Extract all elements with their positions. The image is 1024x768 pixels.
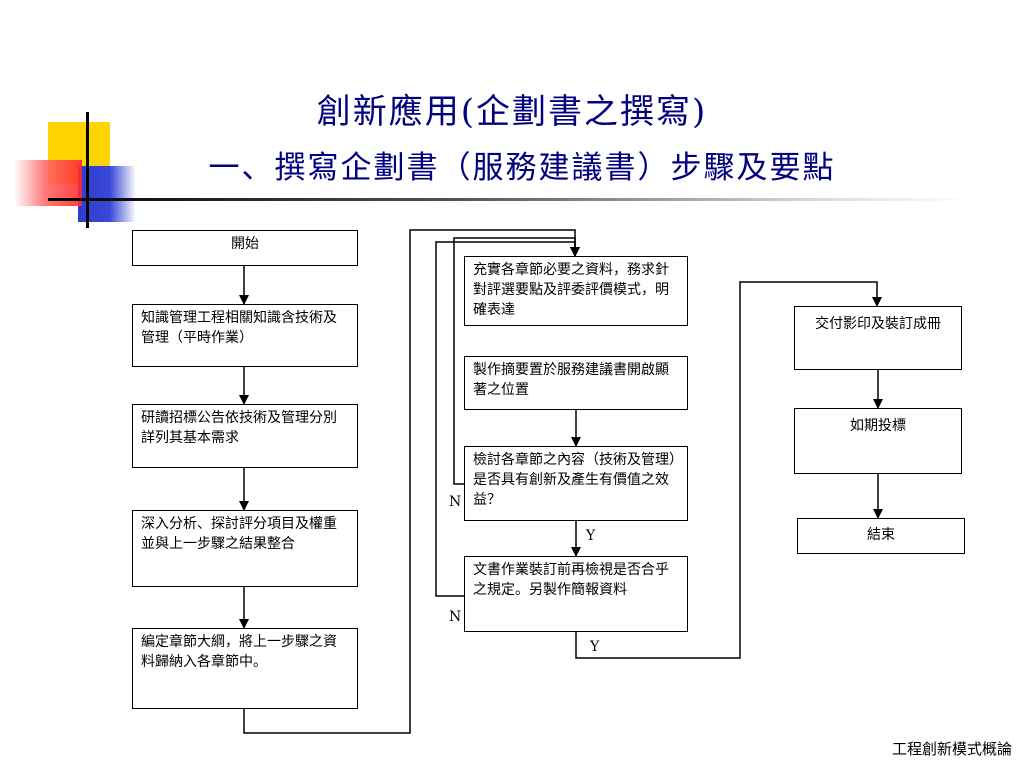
- label-y-2: Y: [590, 639, 600, 655]
- end-node: 結束: [797, 518, 965, 554]
- loop-n2-back-to-top: [435, 241, 580, 597]
- connector-col2-to-col3: [575, 281, 882, 659]
- connector-col1-to-col2: [243, 229, 580, 734]
- step-review-chapters: 檢討各章節之內容（技術及管理）是否具有創新及產生有價值之效益？: [464, 446, 688, 521]
- label-n-2: N: [449, 609, 462, 625]
- step-prepare-summary: 製作摘要置於服務建議書開啟顯著之位置: [464, 356, 688, 410]
- label-y-1: Y: [586, 528, 596, 544]
- slide-title: 創新應用(企劃書之撰寫): [316, 92, 708, 132]
- step-print-and-bind: 交付影印及裝訂成冊: [794, 306, 962, 370]
- slide-subtitle: 一、撰寫企劃書（服務建議書）步驟及要點: [208, 150, 836, 186]
- step-final-check: 文書作業裝訂前再檢視是否合乎之規定。另製作簡報資料: [464, 556, 688, 632]
- step-knowledge-management: 知識管理工程相關知識含技術及管理（平時作業）: [132, 304, 358, 367]
- step-enrich-chapter-data: 充實各章節必要之資料，務求針對評選要點及評委評價模式，明確表達: [464, 256, 688, 326]
- step-analyze-scoring-items: 深入分析、探討評分項目及權重並與上一步驟之結果整合: [132, 510, 358, 587]
- horizontal-rule-decoration: [48, 198, 968, 201]
- start-node: 開始: [132, 230, 358, 266]
- footer-course-name: 工程創新模式概論: [891, 740, 1012, 758]
- vertical-rule-decoration: [86, 112, 89, 228]
- step-submit-bid: 如期投標: [794, 408, 962, 474]
- step-study-tender-notice: 研讀招標公告依技術及管理分別詳列其基本需求: [132, 404, 358, 468]
- step-chapter-outline: 編定章節大綱，將上一步驟之資料歸納入各章節中。: [132, 628, 358, 709]
- label-n-1: N: [449, 494, 462, 510]
